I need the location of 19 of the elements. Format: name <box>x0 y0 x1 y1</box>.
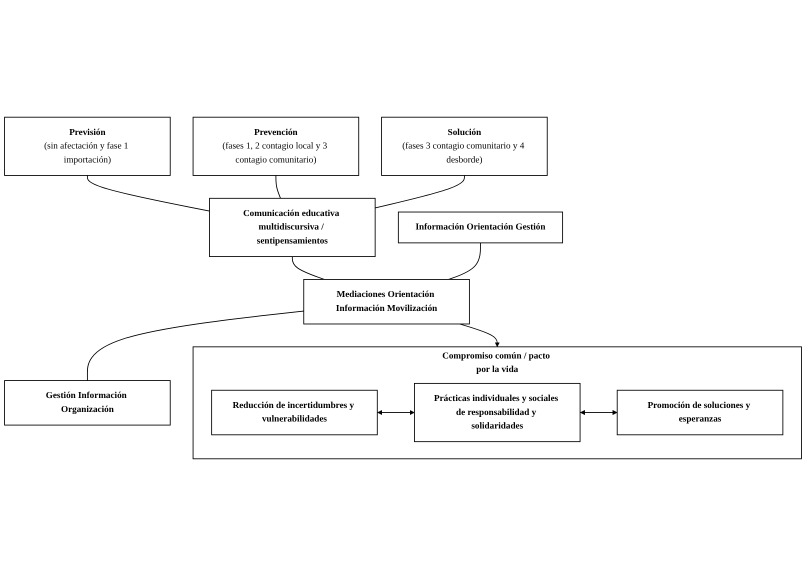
connector <box>86 175 210 212</box>
arrow <box>377 410 415 416</box>
node-box: Prevención (fases 1, 2 contagio local y 3 contagio comunitario) <box>192 116 360 176</box>
node-box: Información Orientación Gestión <box>398 212 564 244</box>
arrow <box>580 410 618 416</box>
connector <box>275 175 281 199</box>
node-box: Mediaciones Orientación Información Movilización <box>303 279 470 324</box>
connector <box>374 175 465 208</box>
connector <box>86 310 304 381</box>
node-box: Comunicación educativa multidiscursiva / sentipensamientos <box>209 198 376 258</box>
node-box: Promoción de soluciones y esperanzas <box>616 390 784 436</box>
node-box: Gestión Información Organización <box>4 380 171 426</box>
connector <box>448 242 481 280</box>
node-box: Reducción de incertidumbres y vulnerabilidades <box>211 390 378 436</box>
connector <box>292 256 325 280</box>
arrow <box>459 324 500 348</box>
node-box: Previsión (sin afectación y fase 1 importación) <box>4 116 171 176</box>
node-box: Prácticas individuales y sociales de responsabilidad y solidaridades <box>414 382 580 442</box>
node-box: Solución (fases 3 contagio comunitario y 4 desborde) <box>381 116 548 176</box>
